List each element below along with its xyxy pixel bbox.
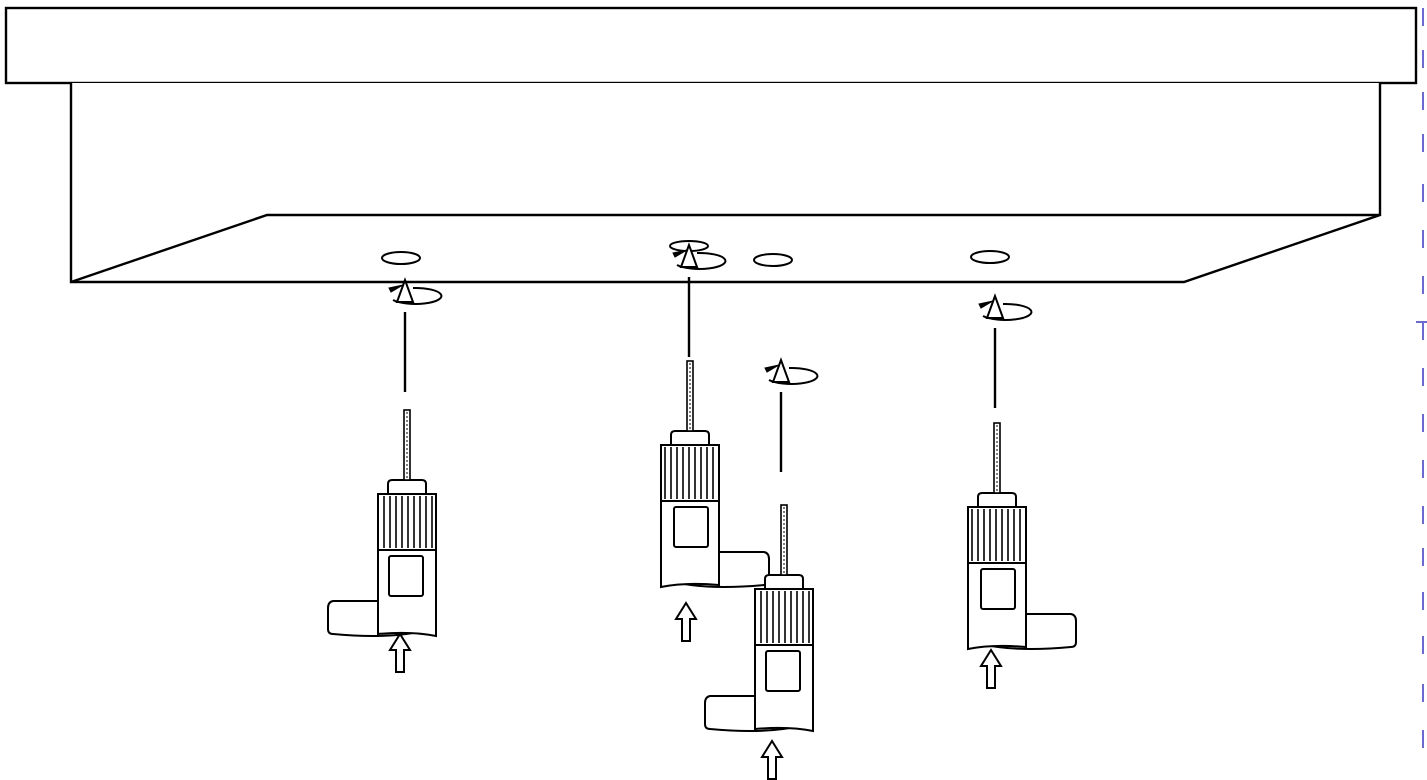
workpiece-box-body bbox=[69, 83, 1382, 284]
feed-arrow-center-upper bbox=[675, 602, 697, 642]
drill-center-upper bbox=[660, 360, 770, 588]
rotation-arrow-right bbox=[977, 294, 1033, 410]
rotation-arrow-center-lower bbox=[763, 358, 819, 474]
hole-right bbox=[970, 250, 1010, 264]
workpiece-top-plate bbox=[4, 6, 1418, 85]
drill-center-lower bbox=[704, 504, 814, 732]
feed-arrow-right bbox=[980, 649, 1002, 689]
feed-arrow-center-lower bbox=[761, 740, 783, 780]
workpiece-bottom-face bbox=[70, 213, 1380, 284]
feed-arrow-left bbox=[389, 633, 411, 673]
drill-right bbox=[967, 422, 1077, 650]
margin-marks bbox=[1416, 8, 1427, 748]
drill-left bbox=[327, 409, 437, 637]
hole-left bbox=[381, 251, 421, 265]
hole-center-lower bbox=[753, 253, 793, 267]
rotation-arrow-left bbox=[387, 278, 443, 394]
